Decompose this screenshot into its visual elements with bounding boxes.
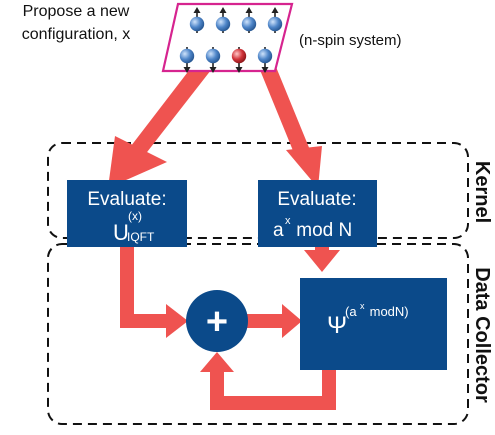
psi-exponent-close: modN)	[366, 304, 409, 319]
arrow-up-icon	[193, 7, 201, 13]
psi-exponent-open: (a	[345, 304, 357, 319]
spin	[257, 48, 273, 64]
arrow-feedback-loop	[200, 352, 336, 410]
spin-array	[179, 7, 283, 73]
mod-n-text: mod N	[291, 220, 352, 241]
arrow-up-icon	[271, 7, 279, 13]
u-subscript: IQFT	[127, 230, 155, 244]
arrow-down-icon	[183, 67, 191, 73]
spin	[205, 48, 221, 64]
arrow-down-icon	[261, 67, 269, 73]
arrow-up-icon	[245, 7, 253, 13]
arrow-to-right-eval	[260, 62, 322, 188]
kernel-label: Kernel	[471, 161, 493, 223]
psi-symbol: Ψ	[327, 312, 347, 339]
system-label: (n-spin system)	[299, 32, 402, 49]
arrow-up-icon	[219, 7, 227, 13]
arrow-down-icon	[209, 67, 217, 73]
sum-node: +	[186, 290, 248, 352]
arrow-sum-to-psi	[246, 304, 302, 338]
a-exponent: x	[285, 215, 291, 227]
evaluate-box-left: Evaluate: U (x) IQFT	[67, 180, 187, 247]
proposal-line-1: Propose a new	[23, 3, 130, 20]
u-symbol: U	[113, 220, 129, 245]
psi-box: Ψ (a x modN)	[300, 278, 447, 370]
evaluate-box-right: Evaluate: a x mod N	[258, 180, 377, 247]
spin	[267, 16, 283, 32]
spin	[241, 16, 257, 32]
spin	[189, 16, 205, 32]
spin-highlighted	[231, 48, 247, 64]
arrow-to-left-eval	[108, 60, 211, 188]
evaluate-right-title: Evaluate:	[277, 189, 356, 210]
spin-system	[161, 2, 294, 73]
spin	[215, 16, 231, 32]
a-base: a	[273, 220, 284, 241]
data-collector-label: Data Collector	[471, 267, 493, 403]
evaluate-left-formula: U	[113, 220, 129, 245]
evaluate-left-title: Evaluate:	[87, 189, 166, 210]
proposal-line-2: configuration, x	[22, 26, 131, 43]
sum-symbol: +	[206, 301, 228, 343]
spin	[179, 48, 195, 64]
psi-exponent-x: x	[360, 301, 365, 311]
arrow-down-icon	[235, 67, 243, 73]
u-superscript: (x)	[128, 209, 142, 223]
